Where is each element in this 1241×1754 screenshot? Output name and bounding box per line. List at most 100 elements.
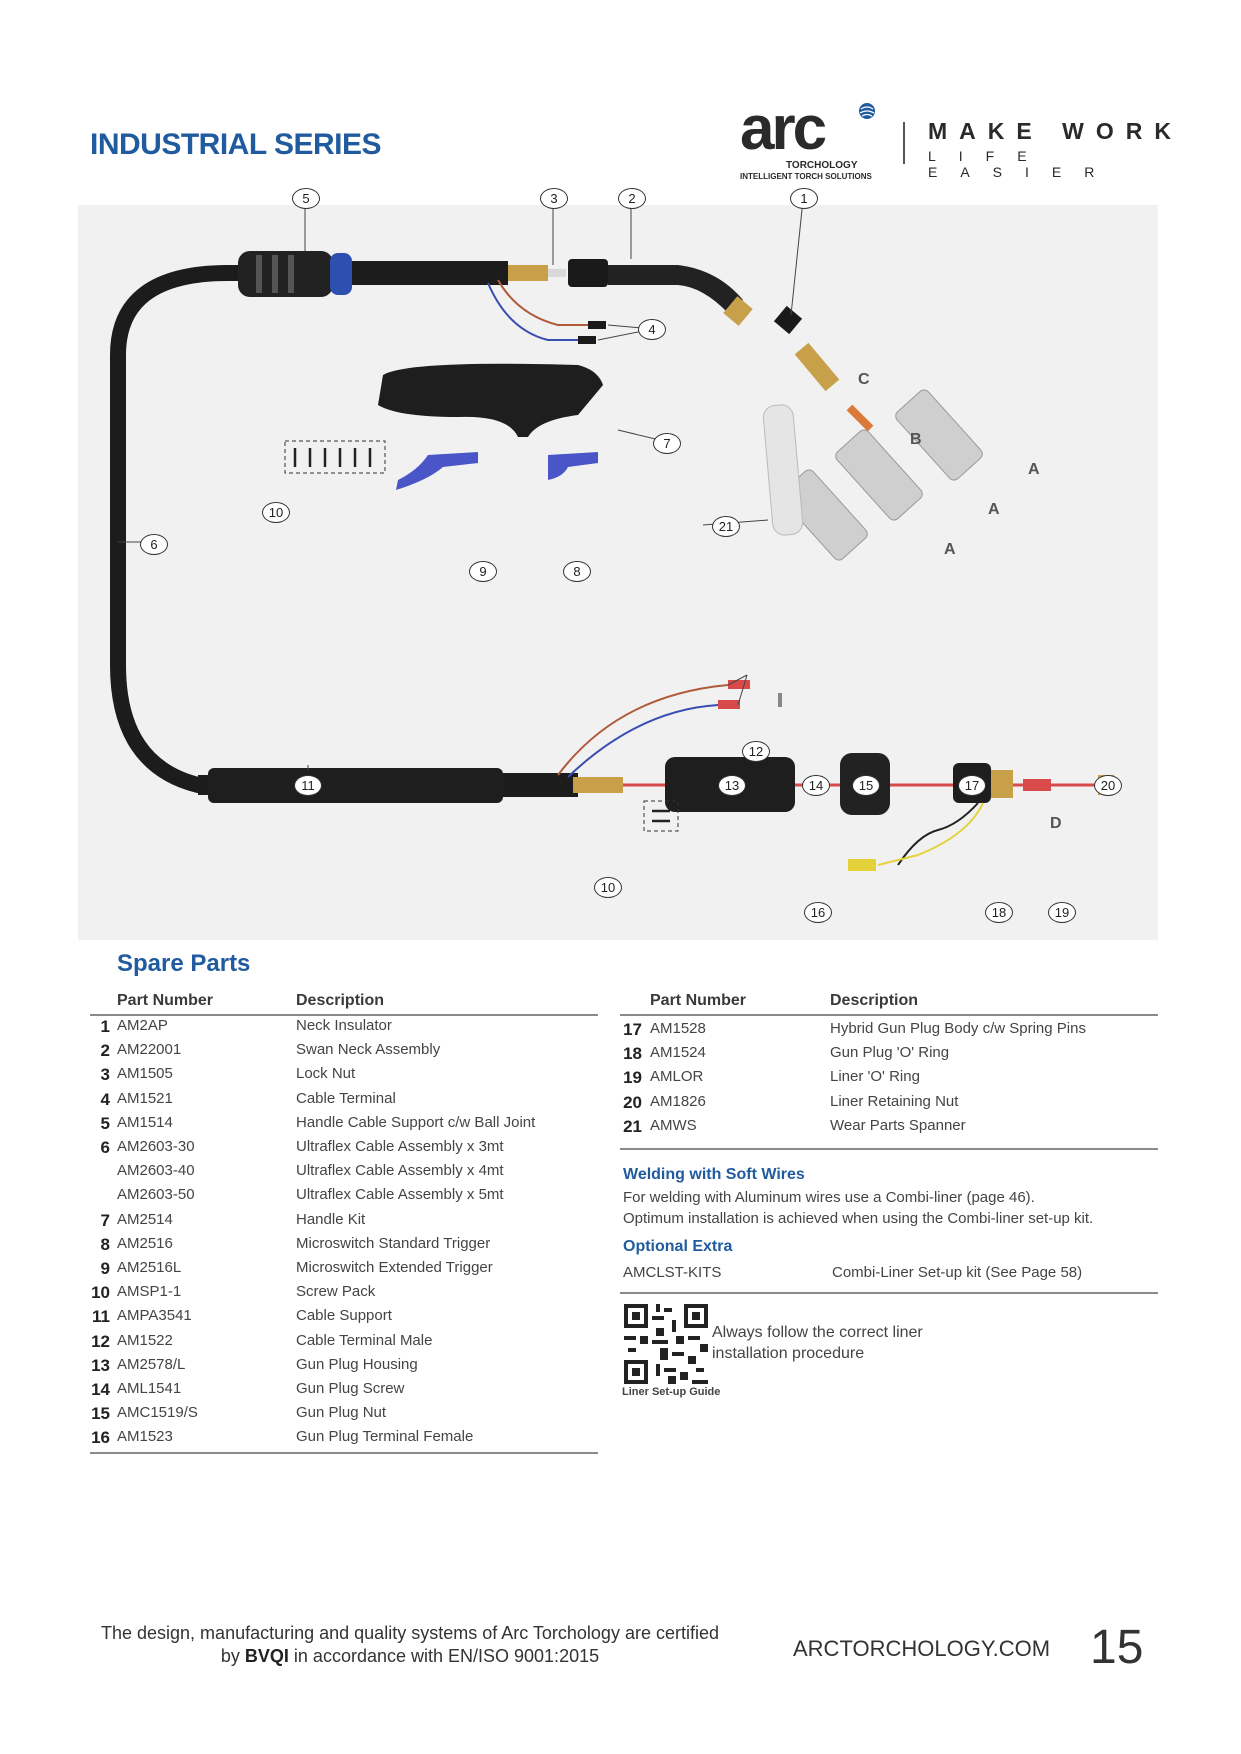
row-number: 20 xyxy=(623,1092,642,1112)
part-number: AMSP1-1 xyxy=(117,1283,182,1301)
tip-holder xyxy=(794,342,840,392)
part-number: AM1505 xyxy=(117,1065,173,1083)
label-a2: A xyxy=(988,501,1000,518)
qr-code[interactable] xyxy=(624,1304,708,1384)
row-number: 4 xyxy=(100,1089,110,1109)
callout-10-top: 10 xyxy=(262,502,290,523)
callout-3: 3 xyxy=(540,188,568,209)
part-description: Lock Nut xyxy=(296,1065,356,1083)
soft-wires-heading: Welding with Soft Wires xyxy=(623,1166,805,1183)
optional-extra-rule xyxy=(620,1292,1158,1294)
part-number: AM2514 xyxy=(117,1210,173,1228)
cert-pre: by xyxy=(220,1646,245,1666)
cable-support xyxy=(208,768,503,803)
callout-12: 12 xyxy=(742,741,770,762)
part-number: AM1521 xyxy=(117,1089,173,1107)
part-description: Swan Neck Assembly xyxy=(296,1041,441,1059)
qr-caption: Liner Set-up Guide xyxy=(622,1386,721,1398)
part-description: Cable Support xyxy=(296,1307,392,1325)
callout-15: 15 xyxy=(852,775,880,796)
contact-tip xyxy=(846,404,874,432)
part-description: Gun Plug 'O' Ring xyxy=(830,1044,950,1062)
row-number: 14 xyxy=(91,1380,110,1399)
row-number: 9 xyxy=(100,1259,110,1278)
optional-extra-part: AMCLST-KITS xyxy=(623,1264,722,1281)
soft-wires-line1: For welding with Aluminum wires use a Co… xyxy=(623,1189,1035,1206)
part-description: Microswitch Extended Trigger xyxy=(296,1259,493,1276)
part-description: Ultraflex Cable Assembly x 4mt xyxy=(296,1162,504,1180)
callout-9: 9 xyxy=(469,561,497,582)
certification-line2: by BVQI in accordance with EN/ISO 9001:2… xyxy=(90,1645,730,1668)
row-number: 5 xyxy=(100,1113,110,1133)
tagline-life-easier: LIFE EASIER xyxy=(928,148,1118,180)
part-number: AM2AP xyxy=(117,1017,168,1034)
cable-assembly xyxy=(110,265,266,793)
part-number: AML1541 xyxy=(117,1380,182,1397)
part-number: AM1523 xyxy=(117,1428,173,1446)
header-divider xyxy=(903,122,905,164)
part-description: Cable Terminal Male xyxy=(296,1331,433,1349)
right-col-desc-header: Description xyxy=(830,992,919,1009)
table-row: AM2603-40 Ultraflex Cable Assembly x 4mt xyxy=(88,1162,628,1186)
label-a3: A xyxy=(944,541,956,558)
part-description: Handle Kit xyxy=(296,1210,366,1228)
extended-trigger xyxy=(396,452,478,490)
right-header-rule xyxy=(620,1014,1158,1016)
part-number: AMPA3541 xyxy=(117,1307,192,1325)
row-number: 8 xyxy=(100,1234,110,1254)
part-number: AM2516L xyxy=(117,1259,182,1276)
part-number: AM1514 xyxy=(117,1113,173,1131)
label-c: C xyxy=(858,371,870,388)
part-description: Handle Cable Support c/w Ball Joint xyxy=(296,1113,536,1131)
row-number: 17 xyxy=(623,1020,642,1039)
row-number: 1 xyxy=(100,1017,110,1036)
left-col-desc-header: Description xyxy=(296,992,385,1009)
handle xyxy=(378,363,603,437)
table-row: 4 AM1521 Cable Terminal xyxy=(88,1090,628,1114)
part-number: AM1826 xyxy=(650,1092,706,1110)
row-number: 10 xyxy=(91,1283,110,1303)
callout-4: 4 xyxy=(638,319,666,340)
page-title: INDUSTRIAL SERIES xyxy=(90,128,382,161)
callout-17: 17 xyxy=(958,775,986,796)
part-number: AM1524 xyxy=(650,1044,706,1062)
callout-2: 2 xyxy=(618,188,646,209)
left-col-part-header: Part Number xyxy=(117,992,214,1009)
optional-extra-heading: Optional Extra xyxy=(623,1238,733,1255)
row-number: 19 xyxy=(623,1068,642,1088)
part-description: Cable Terminal xyxy=(296,1089,396,1107)
part-description: Hybrid Gun Plug Body c/w Spring Pins xyxy=(830,1020,1086,1037)
row-number: 18 xyxy=(623,1044,642,1064)
cert-bold: BVQI xyxy=(244,1646,289,1666)
soft-wires-line2: Optimum installation is achieved when us… xyxy=(623,1210,1094,1227)
part-number: AM2603-40 xyxy=(117,1162,195,1180)
torch-illustration xyxy=(110,205,1114,871)
row-number: 12 xyxy=(91,1331,110,1351)
callout-16: 16 xyxy=(804,902,832,923)
cert-post: in accordance with EN/ISO 9001:2015 xyxy=(288,1646,600,1666)
label-d: D xyxy=(1050,815,1062,832)
row-number: 15 xyxy=(91,1404,110,1424)
website-link[interactable]: ARCTORCHOLOGY.COM xyxy=(793,1636,1051,1661)
row-number: 13 xyxy=(91,1355,110,1375)
certification-line1: The design, manufacturing and quality sy… xyxy=(101,1623,719,1643)
part-number: AM2603-30 xyxy=(117,1138,195,1155)
part-description: Gun Plug Housing xyxy=(296,1355,418,1373)
row-number: 2 xyxy=(100,1041,110,1061)
part-description: Screw Pack xyxy=(296,1283,376,1301)
callout-7: 7 xyxy=(653,433,681,454)
part-description: Liner Retaining Nut xyxy=(830,1092,959,1110)
row-number: 21 xyxy=(623,1116,642,1136)
callout-20: 20 xyxy=(1094,775,1122,796)
neck-insulator xyxy=(773,305,803,335)
qr-instruction-text: Always follow the correct liner installa… xyxy=(712,1324,923,1362)
